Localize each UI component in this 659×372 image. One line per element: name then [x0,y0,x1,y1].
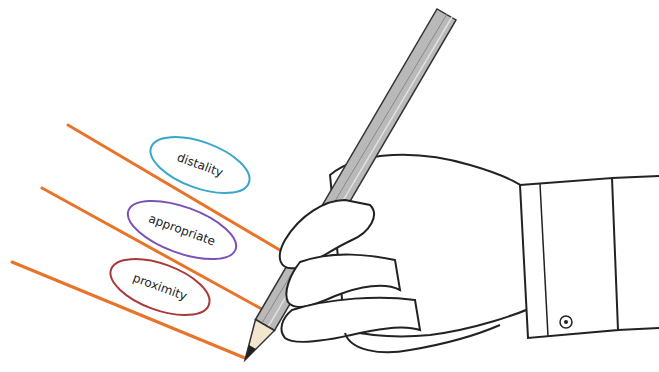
cuff-button [560,316,572,328]
middle-finger [281,298,420,342]
shirt-cuff [520,178,618,338]
ellipse-node: distality [141,123,260,207]
pencil [245,9,456,360]
